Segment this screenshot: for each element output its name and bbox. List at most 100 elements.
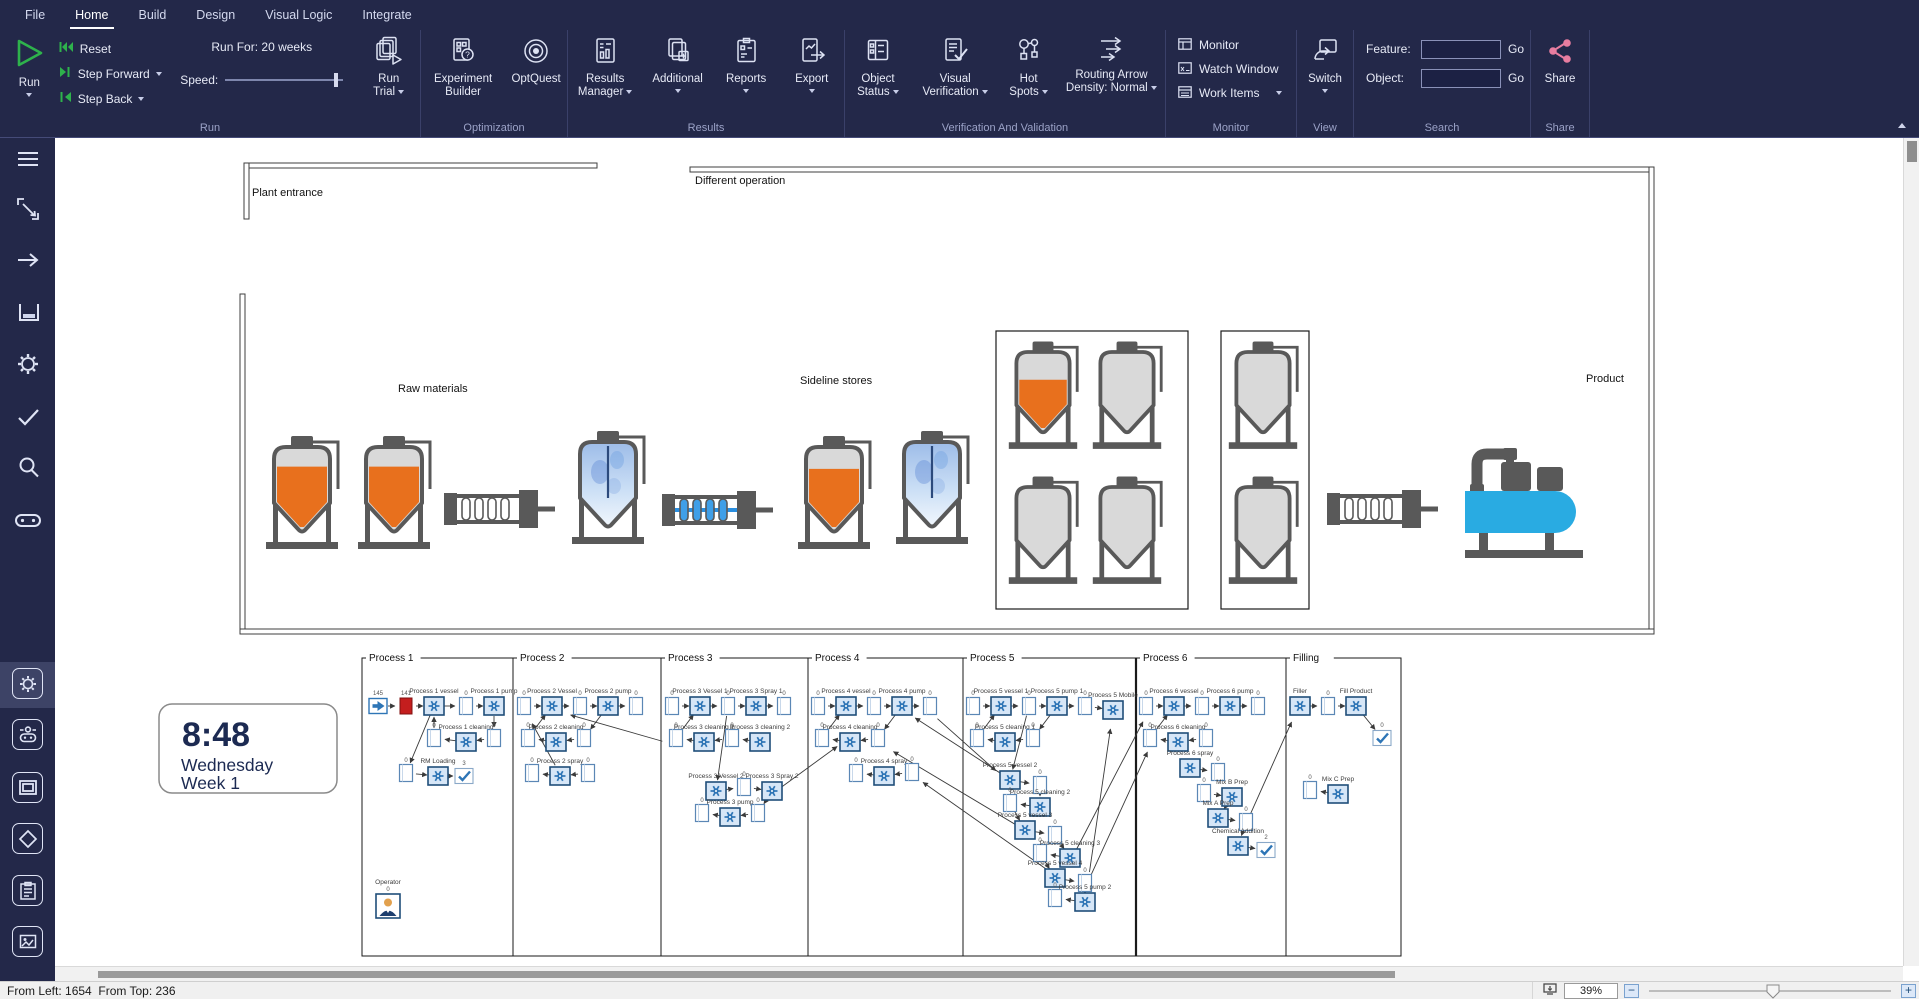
sim-node-a[interactable]: Process 1 vessel — [409, 688, 459, 716]
sim-node-q[interactable]: 0 — [1021, 691, 1037, 716]
step-back-button[interactable]: Step Back — [59, 86, 166, 111]
sim-node-q[interactable]: 0 — [1032, 838, 1048, 863]
sim-node-q[interactable]: 0 — [1142, 723, 1158, 748]
sim-node-q[interactable]: 0 — [904, 757, 920, 782]
hot-spots-button[interactable]: Hot Spots — [999, 33, 1057, 99]
sim-node-q[interactable]: 0 — [1047, 883, 1063, 908]
sim-node-q[interactable]: 0 — [1238, 807, 1254, 832]
speed-slider[interactable] — [225, 73, 344, 87]
machine-blue[interactable] — [662, 491, 773, 529]
sim-node-q[interactable]: 0 — [426, 723, 442, 748]
tank-gray[interactable] — [1228, 476, 1299, 584]
sim-node-a[interactable]: Process 5 cleaning 2 — [1010, 789, 1071, 817]
horizontal-scrollbar-thumb[interactable] — [98, 971, 1395, 978]
sim-node-a[interactable]: Mix B Prep — [1216, 779, 1248, 807]
sim-node-q[interactable]: 0 — [1077, 868, 1093, 893]
sim-node-c[interactable]: 2 — [1256, 835, 1276, 859]
sim-node-q[interactable]: 0 — [1025, 723, 1041, 748]
sim-node-q[interactable]: 0 — [580, 758, 596, 783]
image-icon[interactable] — [0, 926, 55, 957]
sim-node-q[interactable]: 0 — [1198, 723, 1214, 748]
sim-node-q[interactable]: 0 — [969, 723, 985, 748]
tank-orange[interactable] — [266, 436, 340, 549]
tank-gray[interactable] — [1228, 341, 1299, 449]
vertical-scrollbar[interactable] — [1903, 138, 1919, 966]
zoom-level[interactable]: 39% — [1564, 982, 1618, 999]
link-icon[interactable] — [0, 506, 55, 534]
experiment-builder-button[interactable]: ? Experiment Builder — [421, 33, 505, 99]
watch-window-button[interactable]: Watch Window — [1178, 57, 1279, 81]
sim-node-a[interactable]: Process 5 vessel 1 — [974, 688, 1029, 716]
sim-node-a[interactable]: Process 3 pump — [707, 799, 754, 827]
sim-node-a[interactable]: Process 2 Vessel — [527, 688, 577, 716]
optquest-button[interactable]: OptQuest — [505, 33, 567, 86]
sim-node-s[interactable]: 145 — [368, 691, 388, 715]
sim-node-q[interactable]: 0 — [810, 691, 826, 716]
sim-node-q[interactable]: 0 — [870, 723, 886, 748]
routing-arrow-density-button[interactable]: Routing Arrow Density: Normal — [1058, 33, 1165, 95]
results-manager-button[interactable]: Results Manager — [568, 33, 642, 99]
sim-node-q[interactable]: 0 — [1302, 775, 1318, 800]
fit-to-window-icon[interactable] — [1542, 982, 1558, 999]
sim-node-q[interactable]: 0 — [1138, 691, 1154, 716]
tab-integrate[interactable]: Integrate — [362, 8, 412, 22]
machine-gray[interactable] — [1327, 490, 1438, 528]
additional-button[interactable]: Additional — [642, 33, 712, 93]
step-forward-button[interactable]: Step Forward — [59, 61, 166, 86]
gear-icon[interactable] — [0, 350, 55, 378]
run-trial-button[interactable]: Run Trial — [357, 33, 420, 99]
sim-node-a[interactable]: Process 5 vessel 4 — [1028, 860, 1083, 888]
sim-node-r[interactable]: 141 — [399, 691, 413, 715]
sim-node-q[interactable]: 0 — [398, 758, 414, 783]
sim-node-q[interactable]: 0 — [1002, 788, 1018, 813]
vertical-scrollbar-thumb[interactable] — [1907, 141, 1917, 162]
sim-node-a[interactable]: Process 5 Mobile — [1088, 692, 1138, 720]
sim-node-q[interactable]: 0 — [664, 691, 680, 716]
sim-node-a[interactable]: Process 4 vessel — [821, 688, 871, 716]
tab-home[interactable]: Home — [60, 0, 123, 30]
sim-node-q[interactable]: 0 — [516, 691, 532, 716]
sim-node-q[interactable]: 0 — [486, 723, 502, 748]
sim-node-a[interactable]: Process 5 vessel 2 — [983, 762, 1038, 790]
check-icon[interactable] — [0, 403, 55, 431]
tank-gray[interactable] — [1092, 341, 1163, 449]
sim-node-q[interactable]: 0 — [776, 691, 792, 716]
sim-node-a[interactable]: Mix A Prep — [1202, 800, 1234, 828]
build-gear-icon[interactable] — [0, 668, 55, 699]
sim-node-q[interactable]: 0 — [458, 691, 474, 716]
sim-node-a[interactable]: Filler — [1289, 688, 1311, 716]
object-status-button[interactable]: Object Status — [845, 33, 911, 99]
sim-node-q[interactable]: 0 — [750, 798, 766, 823]
arrow-right-icon[interactable] — [0, 246, 55, 274]
work-items-button[interactable]: Work Items — [1178, 81, 1283, 105]
sim-node-c[interactable]: 3 — [454, 761, 474, 785]
tank-orange[interactable] — [798, 436, 872, 549]
run-button[interactable]: Run — [0, 33, 59, 97]
sim-node-q[interactable]: 0 — [572, 691, 588, 716]
sim-node-a[interactable]: Process 6 pump — [1207, 688, 1254, 716]
sim-node-a[interactable]: Process 2 spray — [537, 758, 584, 786]
sim-node-a[interactable]: Process 2 cleaning — [529, 724, 584, 752]
sim-node-a[interactable]: Process 1 cleaning — [439, 724, 494, 752]
agent-icon[interactable] — [0, 719, 55, 750]
sim-node-q[interactable]: 0 — [724, 723, 740, 748]
speed-slider-thumb[interactable] — [334, 73, 339, 87]
sim-node-a[interactable]: RM Loading — [420, 758, 456, 786]
connector-icon[interactable] — [0, 195, 55, 223]
visual-verification-button[interactable]: Visual Verification — [911, 33, 999, 99]
sim-node-a[interactable]: Process 5 pump 2 — [1059, 884, 1112, 912]
sim-node-a[interactable]: Process 3 Vessel 2 — [688, 773, 744, 801]
zoom-slider[interactable] — [1645, 983, 1895, 999]
tab-design[interactable]: Design — [196, 8, 236, 22]
sim-node-q[interactable]: 0 — [1250, 691, 1266, 716]
sim-node-a[interactable]: Process 6 cleaning — [1151, 724, 1206, 752]
horizontal-scrollbar[interactable] — [55, 966, 1903, 981]
sim-node-a[interactable]: Fill Product — [1340, 688, 1373, 716]
sim-node-q[interactable]: 0 — [694, 798, 710, 823]
sim-node-a[interactable]: Process 5 pump 1 — [1031, 688, 1084, 716]
export-button[interactable]: Export — [779, 33, 844, 93]
sim-node-q[interactable]: 0 — [520, 723, 536, 748]
sim-node-a[interactable]: Process 2 pump — [585, 688, 632, 716]
